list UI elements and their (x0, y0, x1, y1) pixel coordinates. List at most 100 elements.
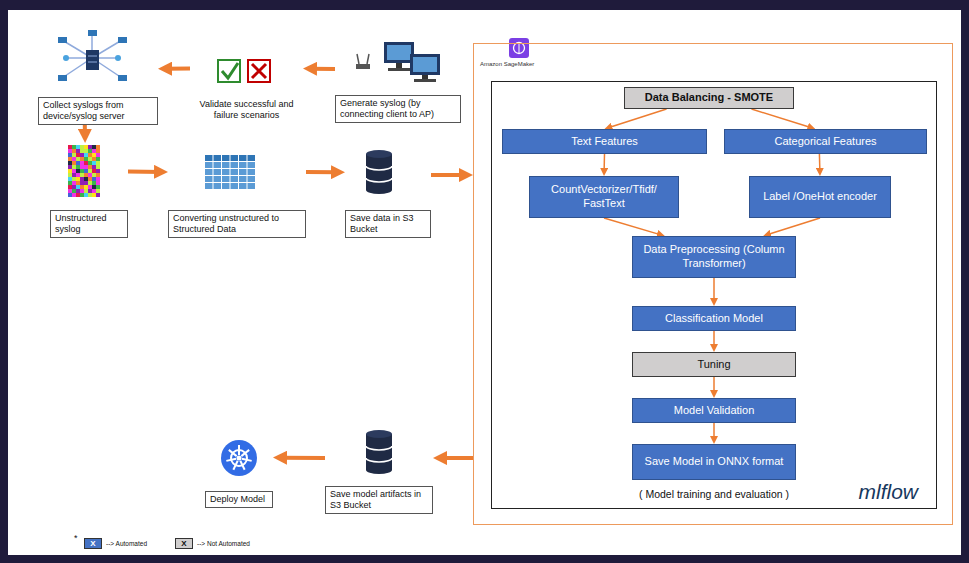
process-box: Label /OneHot encoder (749, 176, 891, 218)
unstructured-mosaic-icon-part (84, 169, 88, 173)
node-label: Categorical Features (774, 135, 876, 149)
network-icon-part (88, 62, 97, 63)
unstructured-mosaic-icon-part (80, 177, 84, 181)
unstructured-mosaic-icon-part (76, 153, 80, 157)
unstructured-mosaic-icon-part (72, 169, 76, 173)
legend-item: X --> Not Automated (175, 538, 250, 549)
unstructured-mosaic-icon-part (72, 181, 76, 185)
unstructured-mosaic-icon-part (92, 189, 96, 193)
labelled-icon-box: Save data in S3 Bucket (345, 148, 431, 238)
unstructured-mosaic-icon-part (68, 165, 72, 169)
labelled-icon-box: Converting unstructured to Structured Da… (168, 150, 306, 238)
database-icon-part (366, 434, 392, 470)
flow-arrow (604, 218, 661, 235)
unstructured-mosaic-icon-part (88, 173, 92, 177)
unstructured-mosaic-icon-part (76, 145, 80, 149)
structured-table-icon-part (231, 162, 239, 168)
structured-table-icon-part (205, 162, 213, 168)
unstructured-mosaic-icon-part (96, 165, 100, 169)
kubernetes-icon-part (229, 450, 237, 456)
labelled-icon-box: Collect syslogs from device/syslog serve… (38, 28, 158, 125)
database-icon-part (366, 154, 392, 190)
unstructured-mosaic-icon-part (92, 169, 96, 173)
unstructured-mosaic-icon-part (76, 173, 80, 177)
unstructured-mosaic-icon-part (92, 177, 96, 181)
structured-table-icon-part (205, 155, 213, 161)
labelled-icon-box: Generate syslog (by connecting client to… (335, 30, 461, 123)
flow-arrow (713, 377, 715, 394)
client-computers-icon-part (388, 68, 410, 71)
unstructured-mosaic-icon-part (84, 177, 88, 181)
unstructured-mosaic-icon-part (72, 173, 76, 177)
structured-table-icon-part (214, 162, 222, 168)
unstructured-mosaic-icon-part (68, 153, 72, 157)
legend-item: X--> Automated (84, 538, 147, 549)
process-box: Classification Model (632, 306, 796, 331)
unstructured-mosaic-icon-part (88, 177, 92, 181)
network-icon-part (88, 56, 97, 57)
database-icon (366, 430, 392, 474)
unstructured-mosaic-icon-part (80, 165, 84, 169)
unstructured-mosaic-icon-part (92, 185, 96, 189)
unstructured-mosaic-icon-part (88, 193, 92, 197)
structured-table-icon-part (239, 155, 247, 161)
structured-table-icon-part (231, 155, 239, 161)
unstructured-mosaic-icon-part (96, 153, 100, 157)
failure-cross-icon-part (248, 60, 270, 82)
process-box: Model Validation (632, 398, 796, 423)
structured-table-icon-part (205, 176, 213, 182)
node-label: Model Validation (674, 404, 755, 418)
flow-arrow (752, 109, 812, 128)
flow-arrow (767, 218, 820, 235)
swatch-mark: X (181, 540, 186, 548)
unstructured-mosaic-icon-part (88, 189, 92, 193)
network-icon-part (88, 30, 97, 36)
training-pipeline-box: ( Model training and evaluation )mlflowD… (491, 81, 937, 509)
sagemaker-icon-part (509, 38, 529, 58)
labelled-icon-box: Unstructured syslog (50, 143, 128, 238)
structured-table-icon (205, 155, 255, 189)
unstructured-mosaic-icon-part (72, 149, 76, 153)
flow-arrow (128, 170, 161, 174)
node-label: CountVectorizer/Tfidf/ FastText (536, 183, 672, 211)
success-check-icon-part (218, 60, 240, 82)
structured-table-icon-part (248, 162, 256, 168)
network-icon-part (115, 55, 121, 61)
structured-table-icon-part (239, 183, 247, 189)
flow-arrow (440, 456, 473, 460)
network-icon-part (118, 75, 127, 81)
kubernetes-icon-part (233, 461, 237, 470)
unstructured-mosaic-icon-part (80, 161, 84, 165)
unstructured-mosaic-icon-part (68, 193, 72, 197)
unstructured-mosaic-icon-part (96, 157, 100, 161)
unstructured-mosaic-icon-part (72, 189, 76, 193)
swatch-mark: X (90, 540, 95, 548)
unstructured-mosaic-icon-part (84, 181, 88, 185)
unstructured-mosaic-icon-part (84, 145, 88, 149)
unstructured-mosaic-icon-part (92, 157, 96, 161)
unstructured-mosaic-icon-part (76, 189, 80, 193)
flow-arrow (306, 170, 338, 174)
unstructured-mosaic-icon-part (84, 189, 88, 193)
unstructured-mosaic-icon-part (80, 169, 84, 173)
structured-table-icon-part (248, 169, 256, 175)
structured-table-icon-part (222, 183, 230, 189)
structured-table-icon-part (239, 176, 247, 182)
unstructured-mosaic-icon-part (96, 193, 100, 197)
unstructured-mosaic-icon-part (72, 165, 76, 169)
network-icon-part (58, 75, 67, 81)
database-icon (366, 150, 392, 194)
structured-table-icon-part (222, 162, 230, 168)
network-icon-part (63, 55, 69, 61)
unstructured-mosaic-icon-part (88, 181, 92, 185)
flow-arrow (83, 125, 87, 136)
legend-swatch: X (84, 538, 102, 549)
unstructured-mosaic-icon-part (68, 161, 72, 165)
structured-table-icon-part (231, 169, 239, 175)
unstructured-mosaic-icon-part (96, 169, 100, 173)
flow-arrow (165, 67, 190, 71)
kubernetes-icon-part (226, 459, 236, 461)
structured-table-icon-part (222, 169, 230, 175)
unstructured-mosaic-icon-part (84, 185, 88, 189)
legend-text: --> Not Automated (197, 540, 250, 547)
